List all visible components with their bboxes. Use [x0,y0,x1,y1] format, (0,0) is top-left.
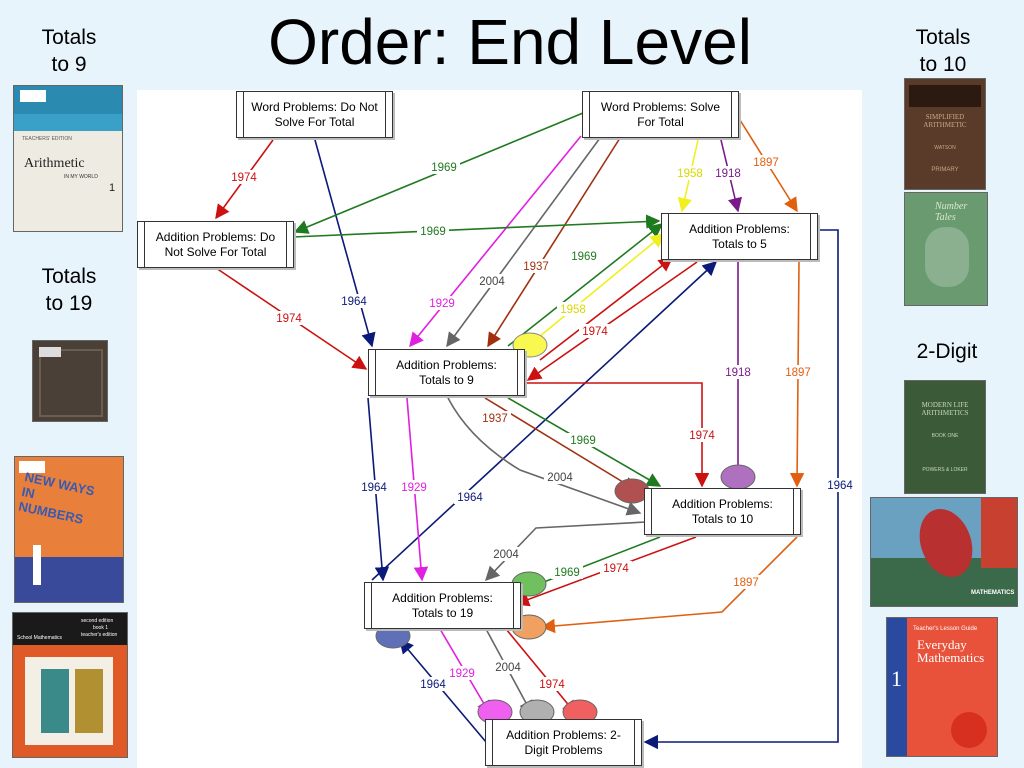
page-title: Order: End Level [268,6,752,78]
edge-label: 1897 [733,577,759,589]
edge-label: 1964 [341,296,367,308]
edge-label: 1969 [570,435,596,447]
book-cover-sculpture-mathematics: MATHEMATICS [870,497,1018,607]
edge-label: 1974 [276,313,302,325]
book-cover-arithmetic-in-my-world: TEACHERS' EDITION Arithmetic IN MY WORLD… [13,85,123,232]
edge-1974-t19-2digit [505,628,577,716]
edge-label: 2004 [479,276,505,288]
edge-label: 1974 [231,172,257,184]
edge-label: 1929 [429,298,455,310]
edge-label: 1929 [449,668,475,680]
edge-label: 1974 [603,563,629,575]
edge-1958-t9-t5 [527,233,666,347]
book-cover-modern-life-arithmetics: MODERN LIFE ARITHMETICS BOOK ONE POWERS … [904,380,986,494]
node-addition-totals-to-9: Addition Problems: Totals to 9 [368,349,525,396]
edge-label: 1897 [785,367,811,379]
edge-label: 1918 [715,168,741,180]
edge-label: 1974 [582,326,608,338]
edge-1969-t9-t5 [507,223,664,347]
book-cover-simplified-arithmetic: SIMPLIFIED ARITHMETIC WATSON PRIMARY [904,78,986,190]
edge-2004-t9-t10 [447,397,642,516]
edge-label: 1937 [482,413,508,425]
book-cover-number-tales: Number Tales [904,192,988,306]
edge-label: 1974 [689,430,715,442]
node-word-problems-do-not-solve: Word Problems: Do Not Solve For Total [236,91,393,138]
node-addition-2-digit: Addition Problems: 2-Digit Problems [485,719,642,766]
edge-2004-t10-t19 [485,521,647,582]
edge-1897-t10-t19 [540,536,798,634]
edge-1937-wps-t9 [487,137,621,348]
edge-label: 1937 [523,261,549,273]
edge-label: 1969 [431,162,457,174]
edge-2004-wps-t9 [446,137,601,348]
book-cover-everyday-mathematics: 1 Teacher's Lesson Guide Everyday Mathem… [886,617,998,757]
edge-label: 1958 [677,168,703,180]
edge-label: 1958 [560,304,586,316]
edge-1969-adns-t5 [292,214,661,238]
node-addition-do-not-solve: Addition Problems: Do Not Solve For Tota… [137,221,294,268]
edge-1964-t19-t5 [371,261,718,581]
book-cover-brown-ornate [32,340,108,422]
edge-label: 1929 [401,482,427,494]
label-totals-to-9: Totals to 9 [41,26,97,76]
edge-label: 1964 [827,480,853,492]
node-word-problems-solve: Word Problems: Solve For Total [582,91,739,138]
edge-label: 1974 [539,679,565,691]
edge-label: 1969 [420,226,446,238]
edge-label: 1918 [725,367,751,379]
edge-1974-t9-t10 [525,382,710,488]
edge-1964-wpdns-t9 [314,139,376,348]
edge-label: 1969 [554,567,580,579]
node-addition-totals-to-10: Addition Problems: Totals to 10 [644,488,801,535]
edge-label: 1964 [420,679,446,691]
highlight-purple-t10 [720,464,756,490]
edge-1929-wps-t9 [409,135,582,348]
edge-label: 2004 [495,662,521,674]
node-addition-totals-to-19: Addition Problems: Totals to 19 [364,582,521,629]
book-cover-new-ways-in-numbers: NEW WAYS IN NUMBERS [14,456,124,603]
label-totals-to-19: Totals to 19 [41,265,97,315]
edge-label: 2004 [547,472,573,484]
edge-1974-t5-t9 [526,261,698,381]
edge-label: 1964 [361,482,387,494]
label-totals-to-10: Totals to 10 [915,26,971,76]
edge-label: 1969 [571,251,597,263]
edge-1974-t9-t5 [539,257,674,361]
edge-label: 1964 [457,492,483,504]
node-addition-totals-to-5: Addition Problems: Totals to 5 [661,213,818,260]
label-2-digit: 2-Digit [916,340,978,363]
edge-label: 2004 [493,549,519,561]
edge-label: 1897 [753,157,779,169]
book-cover-school-mathematics: School Mathematics second edition book 1… [12,612,128,758]
